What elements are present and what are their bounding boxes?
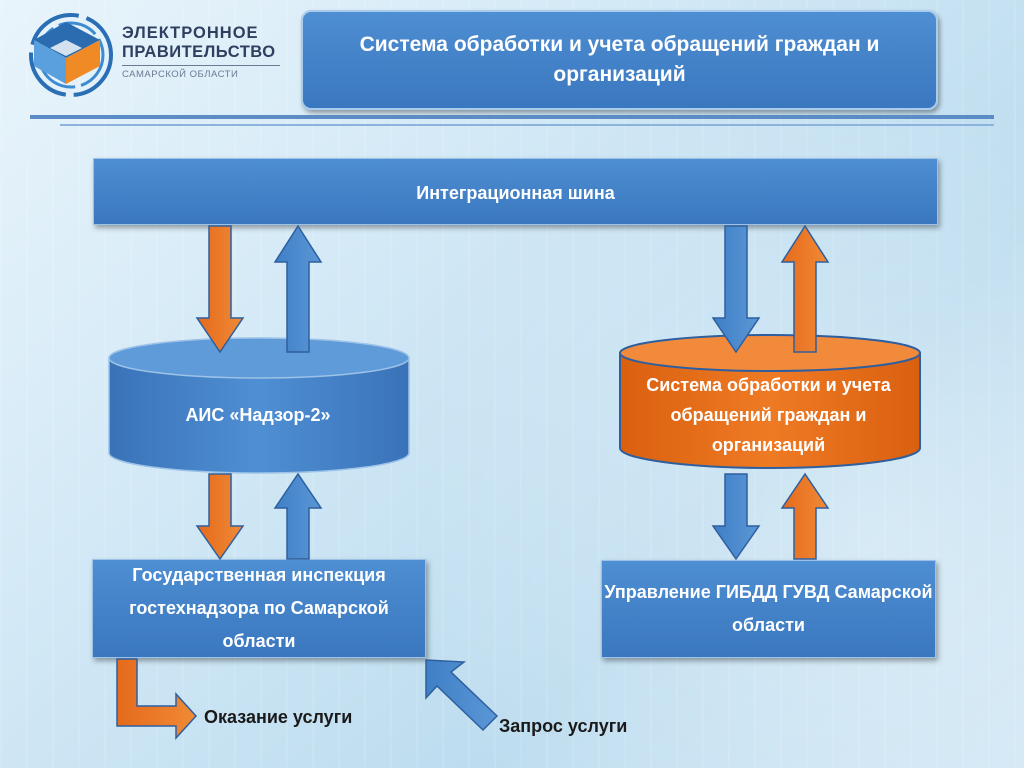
inspection-node: Государственная инспекция гостехнадзора … — [92, 559, 426, 658]
gibdd-node: Управление ГИБДД ГУВД Самарской области — [601, 560, 936, 658]
logo-title-line2: ПРАВИТЕЛЬСТВО — [122, 43, 276, 61]
arrow-bus-to-ais — [195, 225, 245, 354]
arrow-system-to-gibdd — [711, 473, 761, 561]
arrow-ais-to-bus — [273, 224, 323, 353]
system-cylinder — [619, 334, 921, 469]
logo-subtitle: САМАРСКОЙ ОБЛАСТИ — [122, 69, 239, 80]
logo-title-line1: ЭЛЕКТРОННОЕ — [122, 24, 259, 42]
service-request-label: Запрос услуги — [499, 716, 628, 736]
arrow-service-delivery — [116, 658, 198, 740]
egov-logo: ЭЛЕКТРОННОЕ ПРАВИТЕЛЬСТВО САМАРСКОЙ ОБЛА… — [26, 12, 286, 98]
service-delivery-label: Оказание услуги — [204, 707, 353, 727]
arrow-service-request — [425, 659, 499, 732]
egov-logo-icon — [29, 13, 113, 97]
arrow-bus-to-system — [711, 225, 761, 354]
slide-title: Система обработки и учета обращений граж… — [301, 10, 938, 110]
ais-nadzor-cylinder — [108, 337, 410, 474]
integration-bus-node: Интеграционная шина — [93, 158, 938, 225]
arrow-gibdd-to-system — [780, 472, 830, 560]
arrow-system-to-bus — [780, 224, 830, 353]
logo-divider — [122, 65, 280, 66]
arrow-inspection-to-ais — [273, 472, 323, 560]
header-divider — [30, 115, 994, 119]
ais-nadzor-node: АИС «Надзор-2» — [185, 404, 331, 425]
header-divider-thin — [60, 124, 994, 126]
arrow-ais-to-inspection — [195, 473, 245, 561]
processing-system-node: Система обработки и учета обращений граж… — [646, 375, 891, 455]
